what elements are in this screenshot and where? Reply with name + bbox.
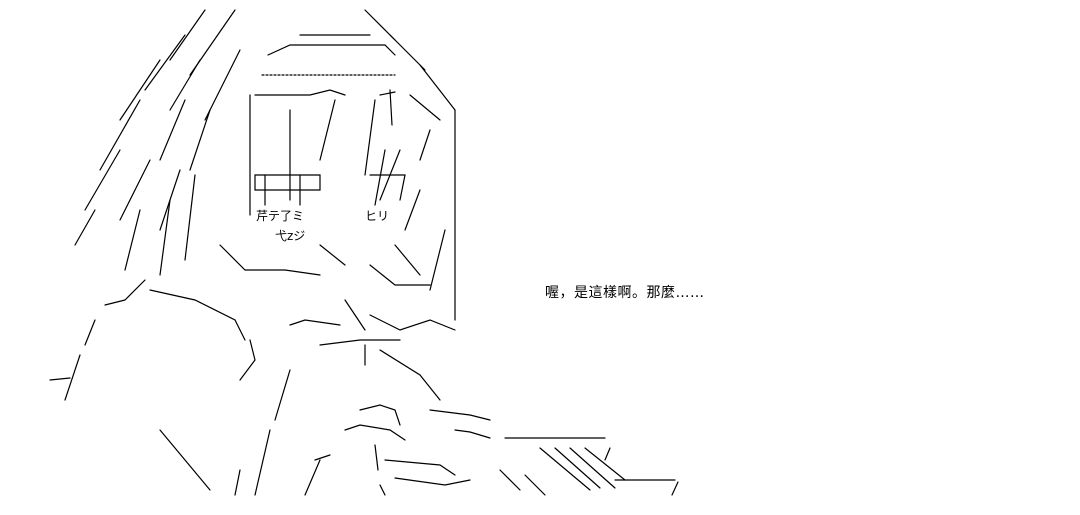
table-line xyxy=(604,447,611,461)
hair-strand xyxy=(389,89,393,126)
hair-strand xyxy=(404,189,421,231)
table-line xyxy=(584,447,626,481)
eye-line xyxy=(374,149,386,206)
hand-outline xyxy=(374,444,379,471)
face-outline xyxy=(319,99,336,161)
table-line xyxy=(539,447,591,491)
hair-strand xyxy=(159,99,186,161)
hand-outline xyxy=(379,484,386,496)
hair-strand xyxy=(119,159,151,221)
hair-strand xyxy=(99,99,141,171)
hair-strand xyxy=(84,149,121,211)
body-line xyxy=(234,469,241,496)
hand-outline xyxy=(429,409,491,421)
hair-strand xyxy=(124,209,141,271)
collar-outline xyxy=(379,349,441,401)
body-line xyxy=(254,429,271,496)
jaw-outline xyxy=(394,244,421,276)
shoulder-line xyxy=(84,319,96,346)
table-line xyxy=(671,481,679,496)
hair-strand xyxy=(419,129,431,161)
shoulder-line xyxy=(64,354,81,401)
jaw-outline xyxy=(319,244,346,266)
hand-outline xyxy=(359,404,401,426)
table-line xyxy=(524,474,546,496)
table-line xyxy=(569,447,616,489)
hair-strand xyxy=(389,34,426,71)
art-label: ヒリ xyxy=(365,209,389,223)
dialogue-text: 喔，是這樣啊。那麼…… xyxy=(545,285,705,301)
eye-left xyxy=(254,174,321,191)
hair-strand xyxy=(159,199,171,276)
hair-strand xyxy=(119,59,161,121)
collar-outline xyxy=(319,339,401,346)
collar-outline xyxy=(149,289,246,341)
ascii-art-character-icon: 芹テ了ミ 弋zジ ヒリ xyxy=(49,9,679,496)
bangs-outline xyxy=(379,91,396,96)
hand-outline xyxy=(454,429,491,439)
art-label: 弋zジ xyxy=(275,229,305,243)
hair-strand xyxy=(144,34,186,91)
collar-outline xyxy=(104,299,126,306)
art-label: 芹テ了ミ xyxy=(256,209,304,223)
hair-strand xyxy=(124,279,146,301)
body-line xyxy=(304,459,321,496)
hair-strand xyxy=(419,64,456,111)
jaw-outline xyxy=(369,264,431,286)
hand-outline xyxy=(384,459,456,476)
hair-strand xyxy=(74,209,96,246)
bangs-outline xyxy=(267,44,396,56)
hair-strand xyxy=(169,9,206,61)
collar-outline xyxy=(289,319,341,326)
body-line xyxy=(314,454,331,461)
hand-outline xyxy=(344,424,406,441)
hair-strand xyxy=(204,49,241,121)
hair-strand xyxy=(169,59,201,111)
hair-strand xyxy=(409,94,441,121)
body-line xyxy=(274,369,291,421)
shoulder-line xyxy=(49,377,71,381)
face-outline xyxy=(364,99,376,176)
hair-strand xyxy=(429,229,446,291)
hand-outline xyxy=(394,477,471,486)
table-line xyxy=(554,447,601,489)
body-line xyxy=(159,429,211,491)
hair-strand xyxy=(184,174,196,261)
collar-outline xyxy=(369,314,456,331)
table-line xyxy=(499,469,521,491)
jaw-outline xyxy=(219,244,321,276)
hair-strand xyxy=(189,109,211,171)
eye-right xyxy=(369,174,406,201)
collar-outline xyxy=(239,339,256,381)
bangs-outline xyxy=(254,89,346,96)
collar-outline xyxy=(344,299,366,331)
